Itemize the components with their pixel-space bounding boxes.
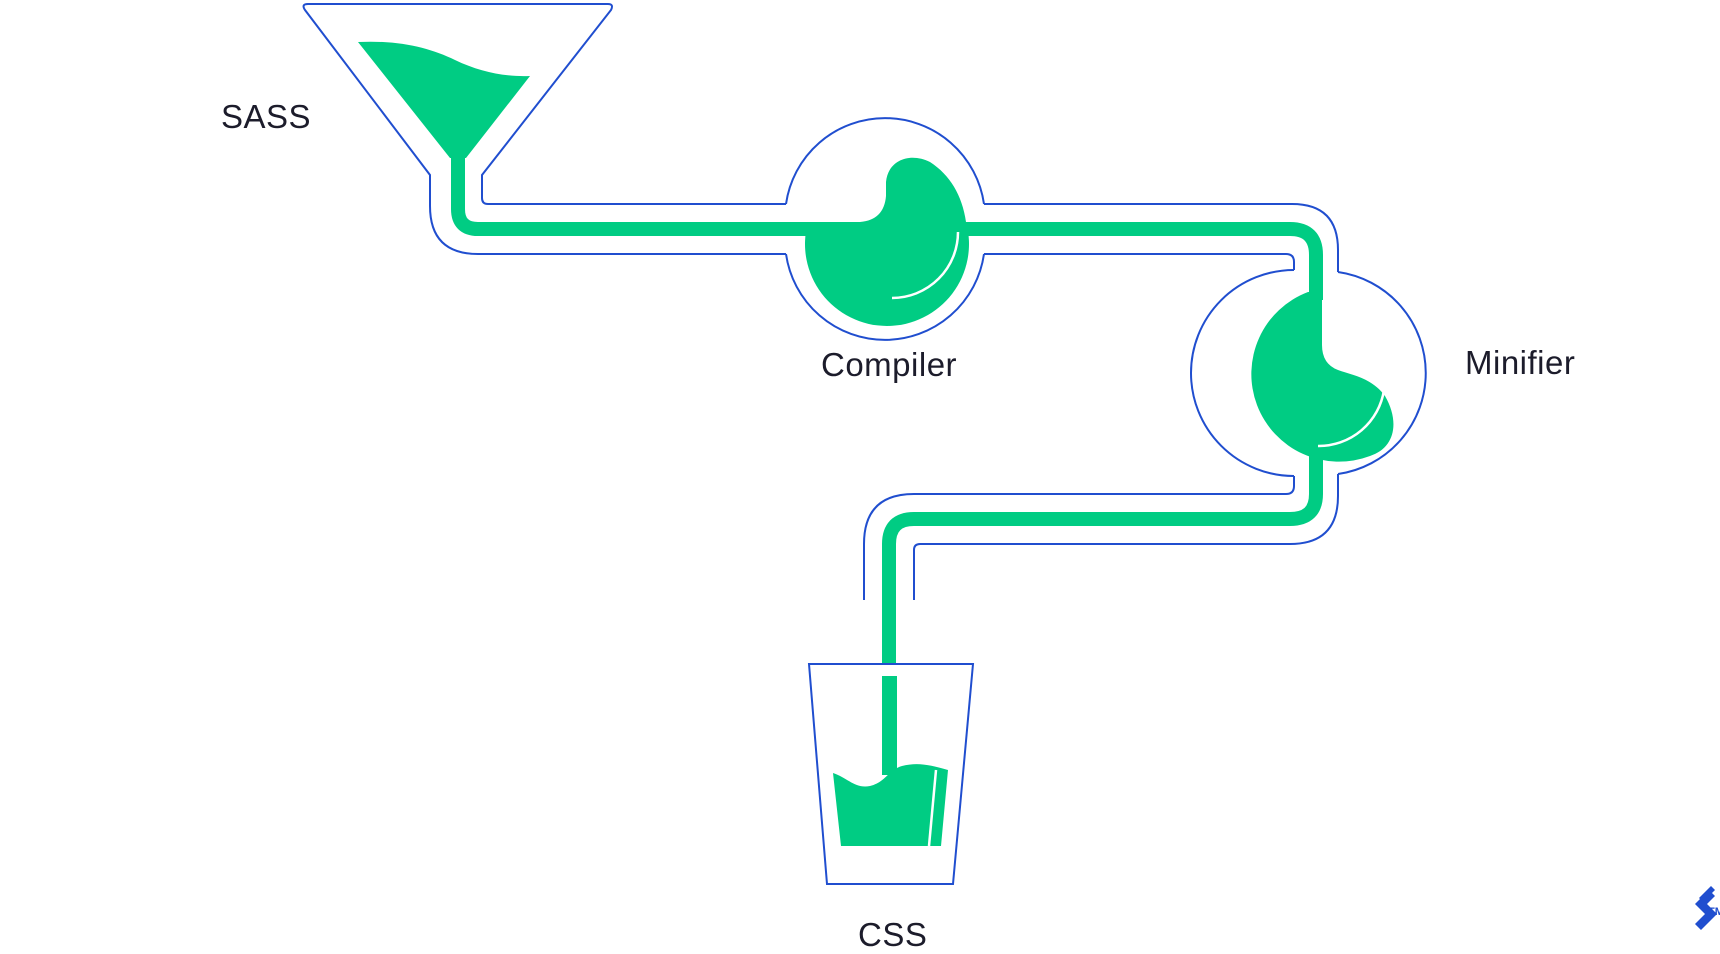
trademark-mark: TM — [1708, 906, 1720, 918]
pipe-funnel-to-compiler-fluid — [451, 158, 860, 236]
css-label: CSS — [858, 916, 928, 953]
css-glass — [807, 663, 975, 885]
funnel-liquid — [358, 41, 530, 159]
glass-stream — [882, 676, 897, 775]
compiler-label: Compiler — [821, 346, 958, 383]
funnel-outline — [308, 3, 786, 205]
minifier-liquid — [1251, 292, 1394, 462]
brand-logo-icon — [1695, 886, 1717, 930]
minifier-sphere — [1190, 269, 1427, 477]
sass-funnel — [302, 3, 786, 255]
compiler-sphere — [785, 117, 985, 341]
minifier-outline — [1190, 269, 1427, 477]
sass-label: SASS — [221, 98, 312, 135]
glass-liquid — [833, 764, 948, 846]
glass-highlight — [927, 769, 938, 847]
pipe-compiler-to-minifier — [966, 203, 1339, 300]
minifier-label: Minifier — [1465, 344, 1576, 381]
compiler-liquid — [804, 157, 969, 326]
pipe-minifier-to-glass — [863, 456, 1339, 665]
minifier-highlight — [1317, 389, 1386, 448]
compiler-highlight — [891, 231, 960, 300]
funnel-outline-left — [302, 3, 786, 255]
compiler-outline — [785, 117, 985, 341]
glass-outline — [807, 663, 975, 885]
